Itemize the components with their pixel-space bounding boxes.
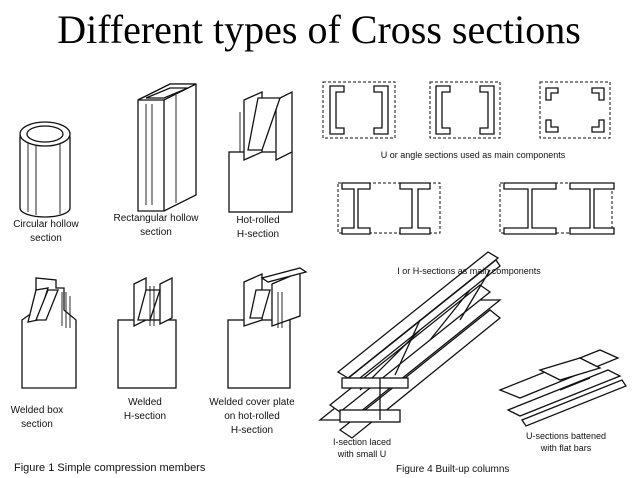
label-line: I-section laced xyxy=(332,437,392,447)
u-section-pair-2 xyxy=(429,81,501,139)
label-battened: U-sections battened with flat bars xyxy=(514,430,618,454)
label-line: on hot-rolled xyxy=(224,411,280,422)
label-line: Welded xyxy=(128,397,162,408)
label-line: Hot-rolled xyxy=(236,215,280,226)
battened-u-section-drawing xyxy=(498,349,627,427)
figure1-caption: Figure 1 Simple compression members xyxy=(14,462,206,474)
hot-rolled-h-section-drawing xyxy=(228,90,293,213)
figure4-caption: Figure 4 Built-up columns xyxy=(396,464,510,475)
label-line: with small U xyxy=(337,449,387,459)
label-line: section xyxy=(21,419,53,430)
welded-cover-plate-drawing xyxy=(227,267,308,389)
circular-hollow-section-drawing xyxy=(19,121,71,218)
label-line: with flat bars xyxy=(540,443,592,453)
label-line: section xyxy=(140,227,172,238)
label-line: Welded cover plate xyxy=(209,397,295,408)
label-welded-h: Welded H-section xyxy=(112,396,178,424)
label-welded-box: Welded box section xyxy=(4,404,70,432)
i-section-pair-2 xyxy=(499,182,615,235)
welded-h-section-drawing xyxy=(117,276,177,389)
u-section-pair-1 xyxy=(322,81,396,139)
welded-box-section-drawing xyxy=(21,277,77,389)
label-line: Rectangular hollow xyxy=(113,213,199,224)
label-rectangular-hollow: Rectangular hollow section xyxy=(108,212,204,240)
label-line: H-section xyxy=(236,229,280,240)
label-welded-cover: Welded cover plate on hot-rolled H-secti… xyxy=(202,396,302,438)
i-sections-caption: I or H-sections as main components xyxy=(397,266,541,276)
label-line: Welded box xyxy=(10,405,64,416)
label-line: H-section xyxy=(123,411,167,422)
label-line: section xyxy=(30,233,62,244)
label-line: H-section xyxy=(230,425,274,436)
page-title: Different types of Cross sections xyxy=(57,7,581,52)
rectangular-hollow-section-drawing xyxy=(137,83,197,212)
i-section-pair-1 xyxy=(337,182,441,235)
label-line: U-sections battened xyxy=(525,431,607,441)
label-laced: I-section laced with small U xyxy=(322,436,402,460)
angle-section-group xyxy=(539,81,611,139)
laced-i-section-drawing xyxy=(318,251,502,439)
label-circular-hollow: Circular hollow section xyxy=(8,218,84,246)
label-hot-rolled: Hot-rolled H-section xyxy=(222,214,294,242)
u-sections-caption: U or angle sections used as main compone… xyxy=(380,150,566,160)
label-line: Circular hollow xyxy=(13,219,79,230)
